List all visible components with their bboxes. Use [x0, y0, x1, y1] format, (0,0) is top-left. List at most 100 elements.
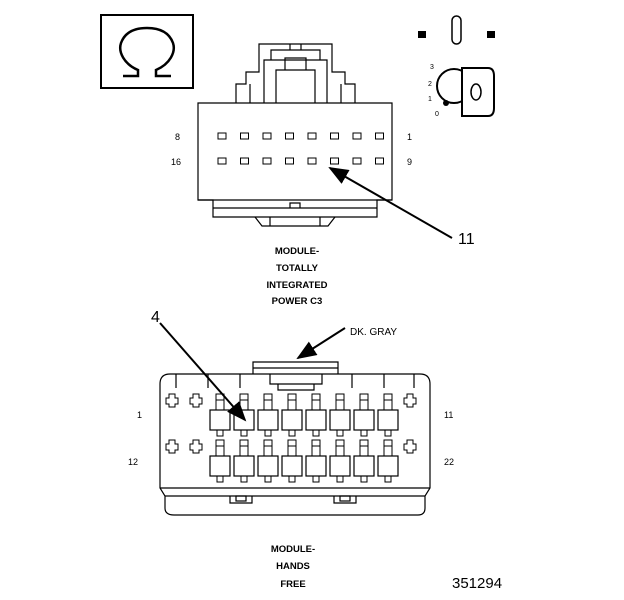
figure-number: 351294 [452, 575, 502, 592]
hf-pin-latch [239, 439, 249, 447]
hf-pin-tab [240, 429, 248, 437]
c3-pin-cavity [307, 157, 317, 165]
hf-pin-latch [263, 439, 273, 447]
hf-pin-terminal [311, 445, 321, 457]
hf-pin-cavity [209, 455, 231, 477]
hf-pin-terminal [287, 399, 297, 411]
hf-pin-terminal [359, 445, 369, 457]
svg-text:TOTALLY: TOTALLY [276, 263, 319, 274]
hf-pin-tab [216, 429, 224, 437]
hf-pin-latch [359, 393, 369, 401]
c3-pin-cavity [352, 132, 362, 140]
svg-text:INTEGRATED: INTEGRATED [266, 280, 327, 291]
hands-free-connector-body [159, 361, 431, 516]
hands-free-pin-cavities [165, 393, 417, 483]
c3-pin-cavity [217, 132, 227, 140]
svg-text:FREE: FREE [280, 579, 305, 590]
hf-pin-cavity [281, 455, 303, 477]
hf-pin-latch [383, 393, 393, 401]
key-position-0: 0 [435, 111, 439, 118]
hf-pin-terminal [403, 439, 417, 454]
hf-pin-cavity [305, 455, 327, 477]
hands-free-title: MODULE- HANDS FREE [271, 544, 315, 590]
hf-pin-label-right-bottom: 22 [444, 457, 454, 467]
c3-pin-cavity [262, 157, 272, 165]
c3-title: MODULE- TOTALLY INTEGRATED POWER C3 [266, 246, 327, 307]
hf-pin-cavity [281, 409, 303, 431]
hf-pin-latch [383, 439, 393, 447]
hf-pin-cavity [377, 455, 399, 477]
hf-pin-terminal [215, 399, 225, 411]
key-position-1: 1 [428, 96, 432, 103]
hf-pin-terminal [263, 399, 273, 411]
c3-pin-cavity [375, 132, 384, 140]
hf-pin-tab [240, 475, 248, 483]
hf-pin-latch [335, 393, 345, 401]
svg-text:HANDS: HANDS [276, 561, 310, 572]
c3-pin-cavity [285, 157, 294, 165]
c3-pin-cavity [375, 157, 384, 165]
svg-text:POWER C3: POWER C3 [272, 296, 323, 307]
c3-pin-cavity [217, 157, 227, 165]
hf-pin-terminal [189, 439, 203, 454]
hf-pin-cavity [257, 409, 279, 431]
hf-pin-terminal [239, 445, 249, 457]
hf-pin-cavity [329, 455, 351, 477]
connector-color-label: DK. GRAY [350, 327, 397, 338]
hf-pin-cavity [209, 409, 231, 431]
key-position-3: 3 [430, 64, 434, 71]
hf-pin-tab [360, 475, 368, 483]
hf-pin-terminal [359, 399, 369, 411]
hf-pin-terminal [383, 399, 393, 411]
omega-ground-icon [100, 14, 194, 89]
hf-pin-tab [384, 475, 392, 483]
hf-pin-cavity [377, 409, 399, 431]
color-callout-arrow [296, 327, 346, 360]
c3-callout-arrow [328, 167, 453, 239]
hf-pin-terminal [215, 445, 225, 457]
c3-pin-cavity [262, 132, 272, 140]
hf-pin-cavity [353, 409, 375, 431]
hf-pin-terminal [239, 399, 249, 411]
svg-text:MODULE-: MODULE- [271, 544, 315, 555]
hf-pin-label-right-top: 11 [444, 410, 453, 420]
hf-pin-label-left-top: 1 [137, 410, 142, 420]
hf-pin-latch [311, 393, 321, 401]
hf-pin-latch [359, 439, 369, 447]
c3-callout-number: 11 [458, 231, 475, 248]
key-position-2: 2 [428, 81, 432, 88]
hf-pin-cavity [233, 455, 255, 477]
hf-pin-terminal [335, 445, 345, 457]
hf-pin-tab [336, 429, 344, 437]
hf-pin-tab [288, 475, 296, 483]
hf-pin-terminal [165, 439, 179, 454]
hf-pin-terminal [403, 393, 417, 408]
hf-pin-cavity [329, 409, 351, 431]
hf-pin-terminal [383, 445, 393, 457]
c3-pin-cavity [285, 132, 294, 140]
hf-pin-tab [360, 429, 368, 437]
hf-pin-tab [264, 475, 272, 483]
hf-pin-tab [312, 429, 320, 437]
hf-pin-tab [336, 475, 344, 483]
hf-pin-latch [215, 439, 225, 447]
c3-connector-body [197, 43, 393, 227]
c3-pin-cavity [352, 157, 362, 165]
ignition-key-icon [418, 15, 495, 117]
hf-pin-latch [311, 439, 321, 447]
c3-pin-label-right-top: 1 [407, 132, 412, 142]
hf-pin-terminal [311, 399, 321, 411]
hf-pin-latch [239, 393, 249, 401]
c3-pin-label-left-top: 8 [175, 132, 180, 142]
hf-pin-cavity [305, 409, 327, 431]
hf-pin-latch [287, 439, 297, 447]
hf-pin-tab [312, 475, 320, 483]
hf-pin-tab [264, 429, 272, 437]
hf-pin-cavity [353, 455, 375, 477]
c3-pin-cavity [240, 157, 249, 165]
hf-pin-terminal [335, 399, 345, 411]
hf-callout-number: 4 [151, 309, 160, 326]
svg-text:MODULE-: MODULE- [275, 246, 319, 257]
hf-pin-terminal [263, 445, 273, 457]
